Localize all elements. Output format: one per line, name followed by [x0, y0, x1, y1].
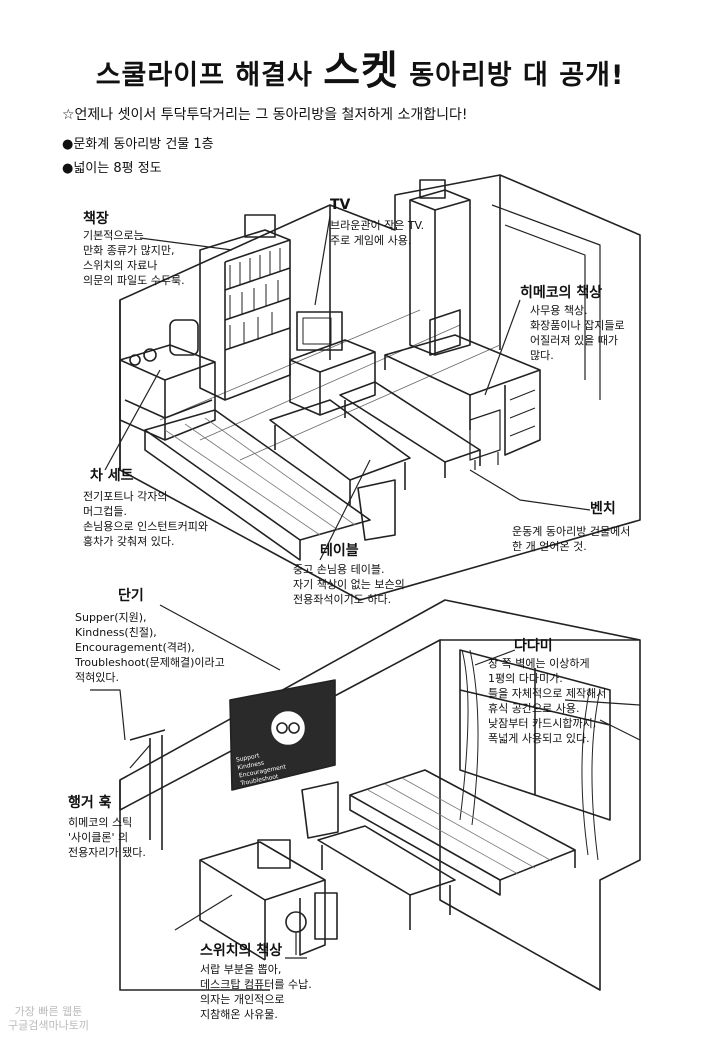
bench-label: 벤치	[590, 501, 616, 517]
bottom-table-drawing	[317, 825, 456, 930]
title-suffix: 동아리방 대 공개!	[409, 60, 625, 91]
hanger-drawing	[129, 729, 166, 850]
banner-text: Supper(지원), Kindness(친절), Encouragement(…	[75, 611, 225, 684]
hanger-text: 히메코의 스틱 '사이클론' 의 전용자리가 됐다.	[68, 816, 146, 859]
hanger-label: 행거 훅	[68, 795, 112, 811]
title-prefix: 스쿨라이프 해결사	[95, 60, 313, 91]
banner-label: 단기	[118, 588, 144, 604]
table-label: 테이블	[320, 543, 359, 559]
bookshelf-text: 기본적으로는 만화 종류가 많지만, 스위치의 자료나 의문의 파일도 수두룩.	[83, 229, 185, 287]
switch-desk-drawing	[199, 839, 338, 961]
switch-desk-text: 서랍 부분을 뽑아, 데스크탑 컴퓨터를 수납. 의자는 개인적으로 지참해온 …	[200, 963, 312, 1021]
intro-line-3: ●넓이는 8평 정도	[62, 161, 162, 176]
title-highlight: 스켓	[323, 48, 399, 94]
tatami-text: 창 쪽 벽에는 이상하게 1평의 다다미가. 틀을 자체적으로 제작해서 휴식 …	[488, 657, 607, 745]
top-leader-lines	[104, 215, 591, 561]
bottom-trash-drawing	[301, 781, 339, 839]
watermark: 가장 빠른 웹툰 구글검색마나토끼	[8, 1005, 89, 1033]
tea-set-text: 전기포트나 각자의 머그컵들. 손님용으로 인스턴트커피와 홍차가 갖춰져 있다…	[83, 490, 208, 548]
himeko-desk-label: 히메코의 책상	[520, 285, 603, 301]
locker-drawing	[409, 179, 471, 356]
page-title: 스쿨라이프 해결사 스켓 동아리방 대 공개!	[0, 38, 720, 96]
tv-label: TV	[330, 197, 351, 213]
bottom-tatami-drawing	[349, 769, 576, 896]
trash-can-drawing	[357, 479, 396, 541]
intro-line-1: ☆언제나 셋이서 투닥투닥거리는 그 동아리방을 철저하게 소개합니다!	[62, 107, 468, 123]
tv-text: 브라운관이 작은 TV. 주로 게임에 사용.	[330, 219, 425, 247]
tatami-label: 다다미	[514, 638, 553, 654]
watermark-line: 가장 빠른 웹툰	[14, 1005, 83, 1018]
table-text: 중고 손님용 테이블. 자기 책상이 없는 보슨의 전용좌석이기도 하다.	[293, 563, 405, 606]
window-drawing	[459, 649, 611, 861]
tea-set-label: 차 세트	[90, 468, 134, 484]
bottom-leader-lines	[90, 604, 641, 931]
bench-text: 운동계 동아리방 건물에서 한 개 얻어온 것.	[512, 525, 631, 553]
bench-drawing	[339, 381, 481, 478]
watermark-line: 구글검색마나토끼	[8, 1019, 89, 1032]
banner-drawing	[229, 679, 336, 791]
himeko-desk-drawing	[384, 309, 541, 470]
bookshelf-label: 책장	[83, 211, 109, 227]
switch-desk-label: 스위치의 책상	[200, 943, 283, 959]
top-tatami-drawing	[144, 409, 371, 561]
tv-drawing	[289, 311, 376, 416]
himeko-desk-text: 사무용 책상. 화장품이나 잡지들로 어질러져 있을 때가 많다.	[530, 304, 625, 362]
intro-line-2: ●문화계 동아리방 건물 1층	[62, 137, 214, 152]
